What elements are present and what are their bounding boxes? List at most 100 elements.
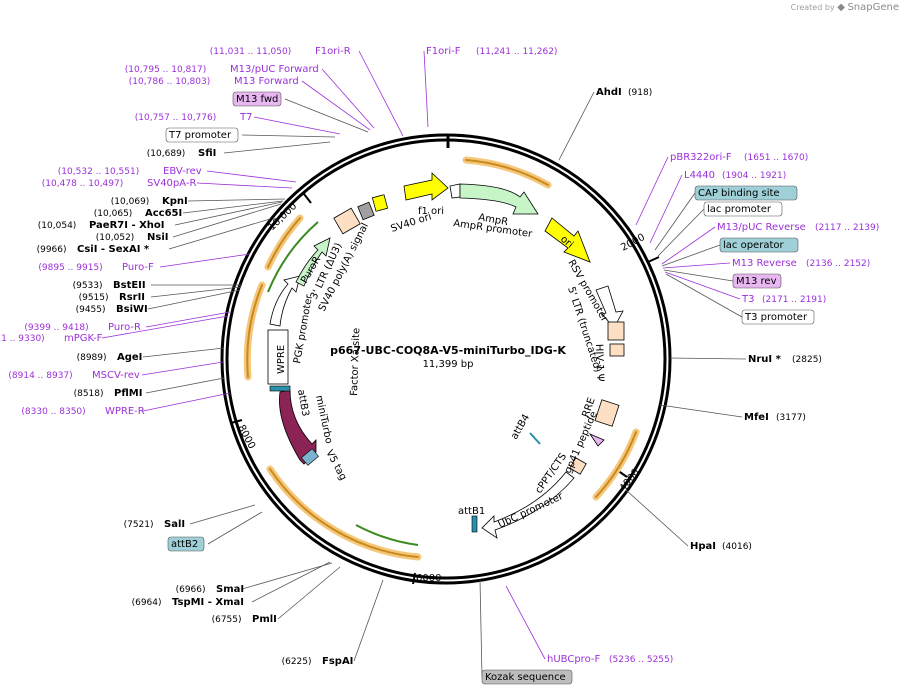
site-name: SfiI — [198, 148, 216, 159]
site-position: (9399 .. 9418) — [24, 323, 88, 333]
site-name: attB2 — [171, 539, 198, 550]
tick-label-6000: 6000 — [416, 573, 441, 584]
hiv-psi-label: HIV-1 Ψ — [593, 344, 605, 382]
site-pflmi[interactable]: PflMI (8518) — [74, 377, 225, 399]
site-leader-line — [251, 561, 331, 603]
site-puro-f[interactable]: Puro-F(9895 .. 9915) — [38, 253, 251, 273]
site-ebv-rev[interactable]: EBV-rev(10,532 .. 10,551) — [58, 166, 297, 183]
site-leader-line — [635, 156, 669, 226]
site-position: (7521) — [124, 520, 154, 530]
site-ahdi[interactable]: AhdI(918) — [558, 87, 652, 161]
site-leader-line — [358, 50, 404, 137]
site-leader-line — [659, 404, 743, 418]
site-fspai[interactable]: FspAI(6225) — [282, 579, 384, 667]
site-leader-line — [141, 361, 224, 376]
site-lac-operator[interactable]: lac operator — [661, 237, 799, 267]
site-sali[interactable]: SalI(7521) — [124, 504, 256, 530]
site-name: CsiI - SexAI * — [77, 244, 150, 255]
site-pbr322ori-f[interactable]: pBR322ori-F(1651 .. 1670) — [635, 152, 808, 226]
site-leader-line — [150, 286, 242, 298]
site-rsrii[interactable]: RsrII(9515) — [79, 286, 242, 303]
site-position: (918) — [628, 88, 652, 98]
features-layer — [267, 172, 625, 539]
site-lac-promoter[interactable]: lac promoter — [657, 201, 783, 257]
site-csii-sexai[interactable]: CsiI - SexAI *(9966) — [37, 218, 271, 255]
site-name: NruI * — [748, 354, 782, 365]
site-bsteii[interactable]: BstEII(9533) — [73, 280, 242, 291]
site-pmli[interactable]: PmlI(6755) — [212, 566, 341, 625]
site-smai[interactable]: SmaI(6966) — [176, 562, 333, 595]
snapgene-logo-icon: ◆ — [837, 2, 845, 13]
site-leader-line — [657, 208, 705, 257]
site-l4440[interactable]: L4440(1904 .. 1921) — [649, 170, 786, 244]
site-puro-r[interactable]: Puro-R(9399 .. 9418) — [24, 311, 231, 333]
site-name: FspAI — [322, 656, 353, 667]
plasmid-name: p667-UBC-COQ8A-V5-miniTurbo_IDG-K — [330, 344, 566, 357]
site-name: T3 promoter — [744, 312, 808, 323]
site-m13-reverse[interactable]: M13 Reverse(2136 .. 2152) — [662, 258, 870, 269]
site-kpni[interactable]: KpnI(10,069) — [111, 196, 286, 207]
site-wpre-r[interactable]: WPRE-R(8330 .. 8350) — [21, 392, 231, 417]
ampr-label: AmpR — [477, 212, 508, 228]
site-name: PflMI — [114, 388, 142, 399]
site-position: (9455) — [76, 305, 106, 315]
site-leader-line — [174, 201, 283, 226]
site-f1ori-f[interactable]: F1ori-F(11,241 .. 11,262) — [423, 46, 557, 128]
site-leader-line — [284, 98, 369, 133]
site-acc65i[interactable]: Acc65I(10,065) — [94, 200, 284, 219]
site-position: (8518) — [74, 389, 104, 399]
site-position: (6964) — [132, 598, 162, 608]
site-sfii[interactable]: SfiI (10,689) — [147, 141, 331, 159]
site-leader-line — [649, 174, 683, 244]
site-leader-line — [206, 170, 297, 183]
site-tspmi-xmai[interactable]: TspMI - XmaI(6964) — [132, 561, 331, 608]
tick-label-4000: 4000 — [618, 467, 642, 494]
rre-feature — [594, 399, 620, 427]
site-m13-fwd[interactable]: M13 fwd — [232, 91, 369, 133]
site-t7[interactable]: T7 (10,757 .. 10,776) — [135, 112, 341, 135]
site-leader-line — [207, 511, 263, 545]
site-paer7i-xhoi[interactable]: PaeR7I - XhoI(10,054) — [38, 201, 283, 231]
site-position: (10,689) — [147, 149, 186, 159]
site-bsiwi[interactable]: BsiWI(9455) — [76, 289, 241, 315]
site-leader-line — [625, 489, 689, 547]
site-mscv-rev[interactable]: MSCV-rev(8914 .. 8937) — [8, 361, 224, 381]
site-name: M13 Forward — [234, 76, 299, 87]
site-mfei[interactable]: MfeI(3177) — [659, 404, 806, 423]
wpre-label: WPRE — [276, 345, 287, 374]
site-kozak-sequence[interactable]: Kozak sequence — [479, 579, 573, 685]
site-t7-promoter[interactable]: T7 promoter — [165, 127, 336, 143]
site-position: (3177) — [776, 413, 806, 423]
miniturbo-feature — [279, 389, 317, 465]
site-leader-line — [187, 198, 286, 202]
site-sv40pa-r[interactable]: SV40pA-R(10,478 .. 10,497) — [42, 178, 293, 189]
site-cap-binding-site[interactable]: CAP binding site — [654, 185, 798, 251]
site-name: SmaI — [216, 584, 244, 595]
site-position: (10,757 .. 10,776) — [135, 113, 216, 123]
site-name: BstEII — [113, 280, 146, 291]
site-f1ori-r[interactable]: F1ori-R(11,031 .. 11,050) — [210, 46, 404, 137]
site-attb2[interactable]: attB2 — [167, 511, 263, 552]
attb3-feature — [269, 385, 291, 392]
site-name: hUBCpro-F — [547, 654, 600, 665]
site-position: (10,478 .. 10,497) — [42, 179, 123, 189]
site-name: T7 — [239, 112, 252, 123]
site-t3[interactable]: T3(2171 .. 2191) — [664, 271, 826, 305]
site-name: M13 fwd — [236, 94, 278, 105]
site-nrui[interactable]: NruI *(2825) — [669, 354, 822, 365]
site-m13-puc-forward[interactable]: M13/pUC Forward(10,795 .. 10,817) — [125, 64, 375, 129]
attb4-feature — [529, 432, 541, 445]
site-agei[interactable]: AgeI(8989) — [77, 347, 225, 363]
site-nsii[interactable]: NsiI(10,052) — [96, 203, 282, 243]
attb3-label: attB3 — [295, 389, 311, 418]
site-hubcpro-f[interactable]: hUBCpro-F(5236 .. 5255) — [505, 585, 673, 665]
site-hpai[interactable]: HpaI(4016) — [625, 489, 752, 552]
site-m13-forward[interactable]: M13 Forward(10,786 .. 10,803) — [129, 76, 371, 131]
site-t3-promoter[interactable]: T3 promoter — [665, 273, 815, 325]
site-m13-rev[interactable]: M13 rev — [663, 269, 782, 289]
site-leader-line — [479, 579, 483, 678]
site-name: lac operator — [723, 240, 784, 251]
wpre-feature — [267, 329, 289, 385]
site-mpgk-f[interactable]: mPGK-F(9311 .. 9330) — [0, 315, 229, 344]
site-m13-puc-reverse[interactable]: M13/pUC Reverse(2117 .. 2139) — [661, 222, 879, 265]
